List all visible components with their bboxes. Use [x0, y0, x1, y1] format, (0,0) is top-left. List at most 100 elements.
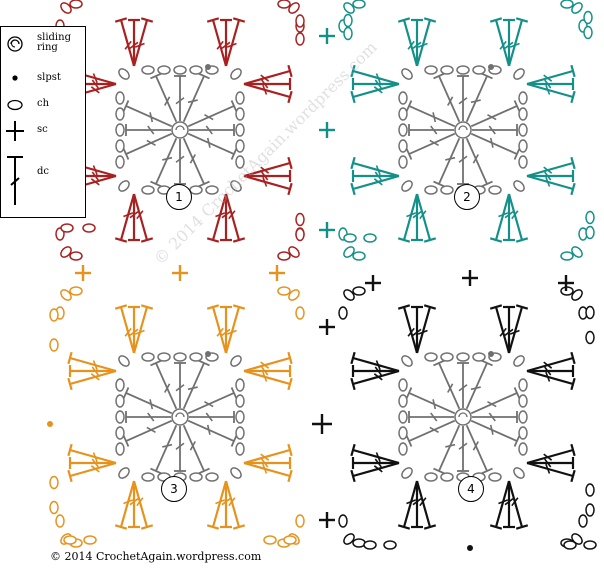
chain-stitch: [173, 352, 187, 362]
center-motif: [115, 351, 245, 482]
edge-chains: [343, 233, 377, 243]
chain-stitch: [115, 394, 125, 408]
double-crochet-stitch: [433, 424, 461, 475]
chain-stitch: [398, 107, 408, 121]
chain-stitch: [398, 139, 408, 153]
legend-label-sliding-ring: sliding ring: [37, 32, 71, 53]
double-crochet-stitch: [526, 351, 576, 373]
chain-stitch: [288, 289, 300, 301]
chain-stitch: [235, 123, 245, 137]
chain-stitch: [424, 352, 438, 362]
chain-stitch: [456, 65, 470, 75]
chain-stitch: [115, 426, 125, 440]
chain-stitch: [49, 308, 59, 322]
chain-stitch: [235, 107, 245, 121]
chain-stitch: [338, 514, 348, 528]
chain-stitch: [456, 352, 470, 362]
chain-stitch: [338, 306, 348, 320]
edge-chains: [263, 535, 297, 545]
chain-stitch: [571, 289, 583, 301]
double-crochet-stitch: [150, 359, 178, 410]
single-crochet-stitch: [365, 275, 381, 291]
double-crochet-stitch: [470, 419, 521, 447]
chain-stitch: [235, 155, 245, 169]
single-crochet-stitch: [75, 265, 91, 281]
sliding-ring-icon: [454, 408, 472, 426]
chain-stitch: [277, 0, 291, 9]
chain-stitch: [157, 65, 171, 75]
chain-stitch: [205, 185, 219, 195]
double-crochet-stitch: [351, 170, 399, 182]
edge-chains: [363, 540, 397, 550]
chain-stitch: [578, 514, 588, 528]
chain-stitch: [141, 472, 155, 482]
double-crochet-stitch: [503, 18, 515, 66]
double-crochet-stitch: [132, 17, 154, 67]
double-crochet-stitch: [351, 78, 399, 90]
chain-stitch: [141, 65, 155, 75]
chain-stitch: [118, 467, 130, 479]
slip-stitch: [488, 64, 494, 70]
double-crochet-stitch: [397, 480, 419, 530]
chain-stitch: [235, 426, 245, 440]
chain-stitch: [472, 65, 486, 75]
chain-stitch: [230, 68, 242, 80]
chain-stitch: [518, 410, 528, 424]
chain-stitch: [513, 68, 525, 80]
chain-stitch: [585, 483, 595, 497]
double-crochet-stitch: [411, 194, 423, 242]
double-crochet-stitch: [489, 304, 511, 354]
chain-stitch: [235, 394, 245, 408]
double-crochet-stitch: [244, 365, 292, 377]
legend-symbols: [6, 36, 24, 205]
dc-icon: [7, 156, 23, 205]
slip-stitch: [205, 64, 211, 70]
chain-stitch: [518, 378, 528, 392]
chain-stitch: [398, 378, 408, 392]
legend: sliding ring slpst ch sc dc: [0, 26, 86, 218]
double-crochet-stitch: [114, 17, 136, 67]
double-crochet-stitch: [527, 170, 575, 182]
edge-chains: [49, 475, 59, 515]
chain-stitch: [383, 540, 397, 550]
double-crochet-stitch: [244, 457, 292, 469]
edge-chains: [295, 14, 305, 46]
slip-stitch: [488, 351, 494, 357]
double-crochet-stitch: [350, 156, 400, 178]
chain-stitch: [518, 442, 528, 456]
double-crochet-stitch: [457, 75, 469, 121]
double-crochet-stitch: [350, 461, 400, 483]
chain-stitch: [118, 68, 130, 80]
chain-stitch: [398, 442, 408, 456]
single-crochet-stitch: [269, 265, 285, 281]
double-crochet-stitch: [67, 351, 117, 373]
chain-stitch: [488, 472, 502, 482]
double-crochet-stitch: [114, 193, 136, 243]
double-crochet-stitch: [150, 137, 178, 188]
double-crochet-stitch: [132, 304, 154, 354]
double-crochet-stitch: [503, 305, 515, 353]
chain-stitch: [513, 180, 525, 192]
double-crochet-stitch: [470, 132, 521, 160]
chain-stitch: [583, 540, 597, 550]
single-crochet-stitch: [319, 222, 335, 238]
chain-stitch: [69, 0, 83, 9]
double-crochet-stitch: [122, 387, 173, 415]
slpst-icon: [12, 75, 18, 81]
double-crochet-stitch: [527, 78, 575, 90]
double-crochet-stitch: [350, 174, 400, 196]
double-crochet-stitch: [465, 137, 493, 188]
chain-stitch: [352, 538, 366, 548]
chain-stitch: [141, 352, 155, 362]
edge-chains: [63, 535, 97, 545]
sliding-ring-icon: [454, 121, 472, 139]
chain-stitch: [60, 246, 72, 258]
double-crochet-stitch: [122, 100, 173, 128]
double-crochet-stitch: [411, 305, 423, 353]
double-crochet-stitch: [457, 362, 469, 408]
double-crochet-stitch: [470, 100, 521, 128]
double-crochet-stitch: [526, 64, 576, 86]
chain-stitch: [440, 185, 454, 195]
double-crochet-stitch: [187, 100, 238, 128]
double-crochet-stitch: [526, 461, 576, 483]
